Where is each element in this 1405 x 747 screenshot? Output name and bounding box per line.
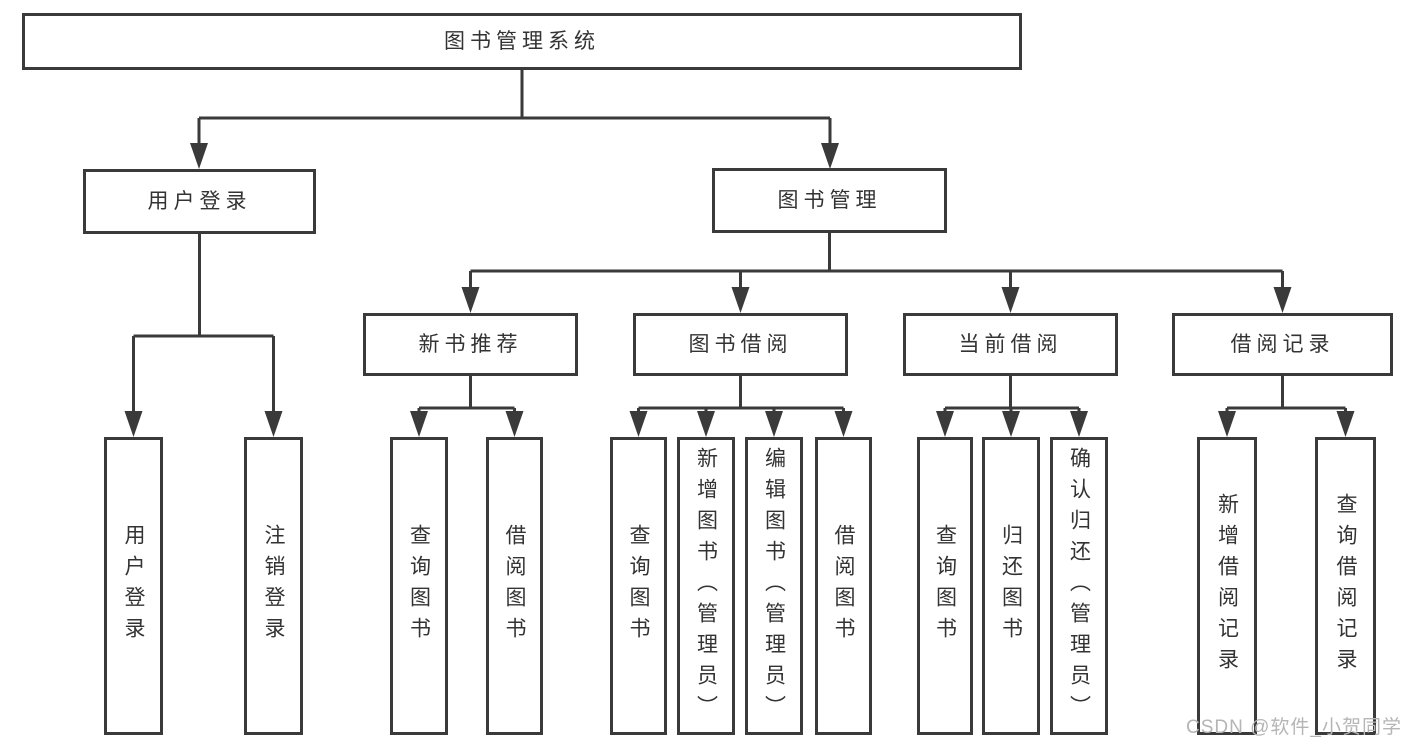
leaf-add-borrow-record-label: 新增借阅记录 — [1215, 493, 1239, 679]
csdn-watermark: CSDN @软件_小贺同学 — [1186, 717, 1402, 738]
leaf-query-books-current: 查询图书 — [917, 437, 973, 735]
node-new-book-recommend-label: 新书推荐 — [418, 333, 523, 356]
leaf-add-borrow-record: 新增借阅记录 — [1197, 437, 1257, 735]
leaf-query-books-borrow-label: 查询图书 — [627, 524, 650, 648]
leaf-confirm-return-admin-label: 确认归还（管理员） — [1067, 446, 1091, 726]
leaf-confirm-return-admin: 确认归还（管理员） — [1050, 437, 1108, 735]
arrowheads — [124, 143, 1355, 437]
node-root-system: 图书管理系统 — [22, 13, 1022, 70]
node-book-management: 图书管理 — [712, 168, 947, 233]
leaf-borrow-books-recommend-label: 借阅图书 — [503, 524, 526, 648]
node-book-borrow: 图书借阅 — [633, 313, 848, 376]
leaf-query-borrow-record-label: 查询借阅记录 — [1334, 493, 1357, 679]
leaf-add-book-admin: 新增图书（管理员） — [677, 437, 735, 735]
node-current-borrow: 当前借阅 — [903, 313, 1118, 376]
leaf-query-books-borrow: 查询图书 — [610, 437, 667, 735]
leaf-return-book: 归还图书 — [982, 437, 1040, 735]
node-root-label: 图书管理系统 — [444, 30, 600, 53]
leaf-logout: 注销登录 — [244, 437, 303, 735]
node-new-book-recommend: 新书推荐 — [363, 313, 578, 376]
leaf-user-login: 用户登录 — [104, 437, 163, 735]
node-borrow-records-label: 借阅记录 — [1230, 333, 1335, 356]
leaf-return-book-label: 归还图书 — [999, 524, 1023, 648]
node-current-borrow-label: 当前借阅 — [958, 333, 1063, 356]
leaf-edit-book-admin-label: 编辑图书（管理员） — [762, 446, 786, 726]
leaf-query-borrow-record: 查询借阅记录 — [1315, 437, 1376, 735]
node-book-management-label: 图书管理 — [777, 189, 882, 212]
leaf-borrow-books-recommend: 借阅图书 — [486, 437, 543, 735]
leaf-user-login-label: 用户登录 — [122, 524, 145, 648]
leaf-edit-book-admin: 编辑图书（管理员） — [745, 437, 803, 735]
leaf-query-books-current-label: 查询图书 — [933, 524, 957, 648]
leaf-borrow-books-borrow: 借阅图书 — [815, 437, 872, 735]
leaf-add-book-admin-label: 新增图书（管理员） — [694, 446, 718, 726]
node-borrow-records: 借阅记录 — [1172, 313, 1393, 376]
leaf-query-books-recommend-label: 查询图书 — [407, 524, 431, 648]
node-user-login-label: 用户登录 — [147, 190, 252, 213]
node-book-borrow-label: 图书借阅 — [688, 333, 793, 356]
leaf-query-books-recommend: 查询图书 — [390, 437, 448, 735]
leaf-borrow-books-borrow-label: 借阅图书 — [832, 524, 855, 648]
leaf-logout-label: 注销登录 — [262, 524, 285, 648]
node-user-login: 用户登录 — [83, 169, 316, 234]
